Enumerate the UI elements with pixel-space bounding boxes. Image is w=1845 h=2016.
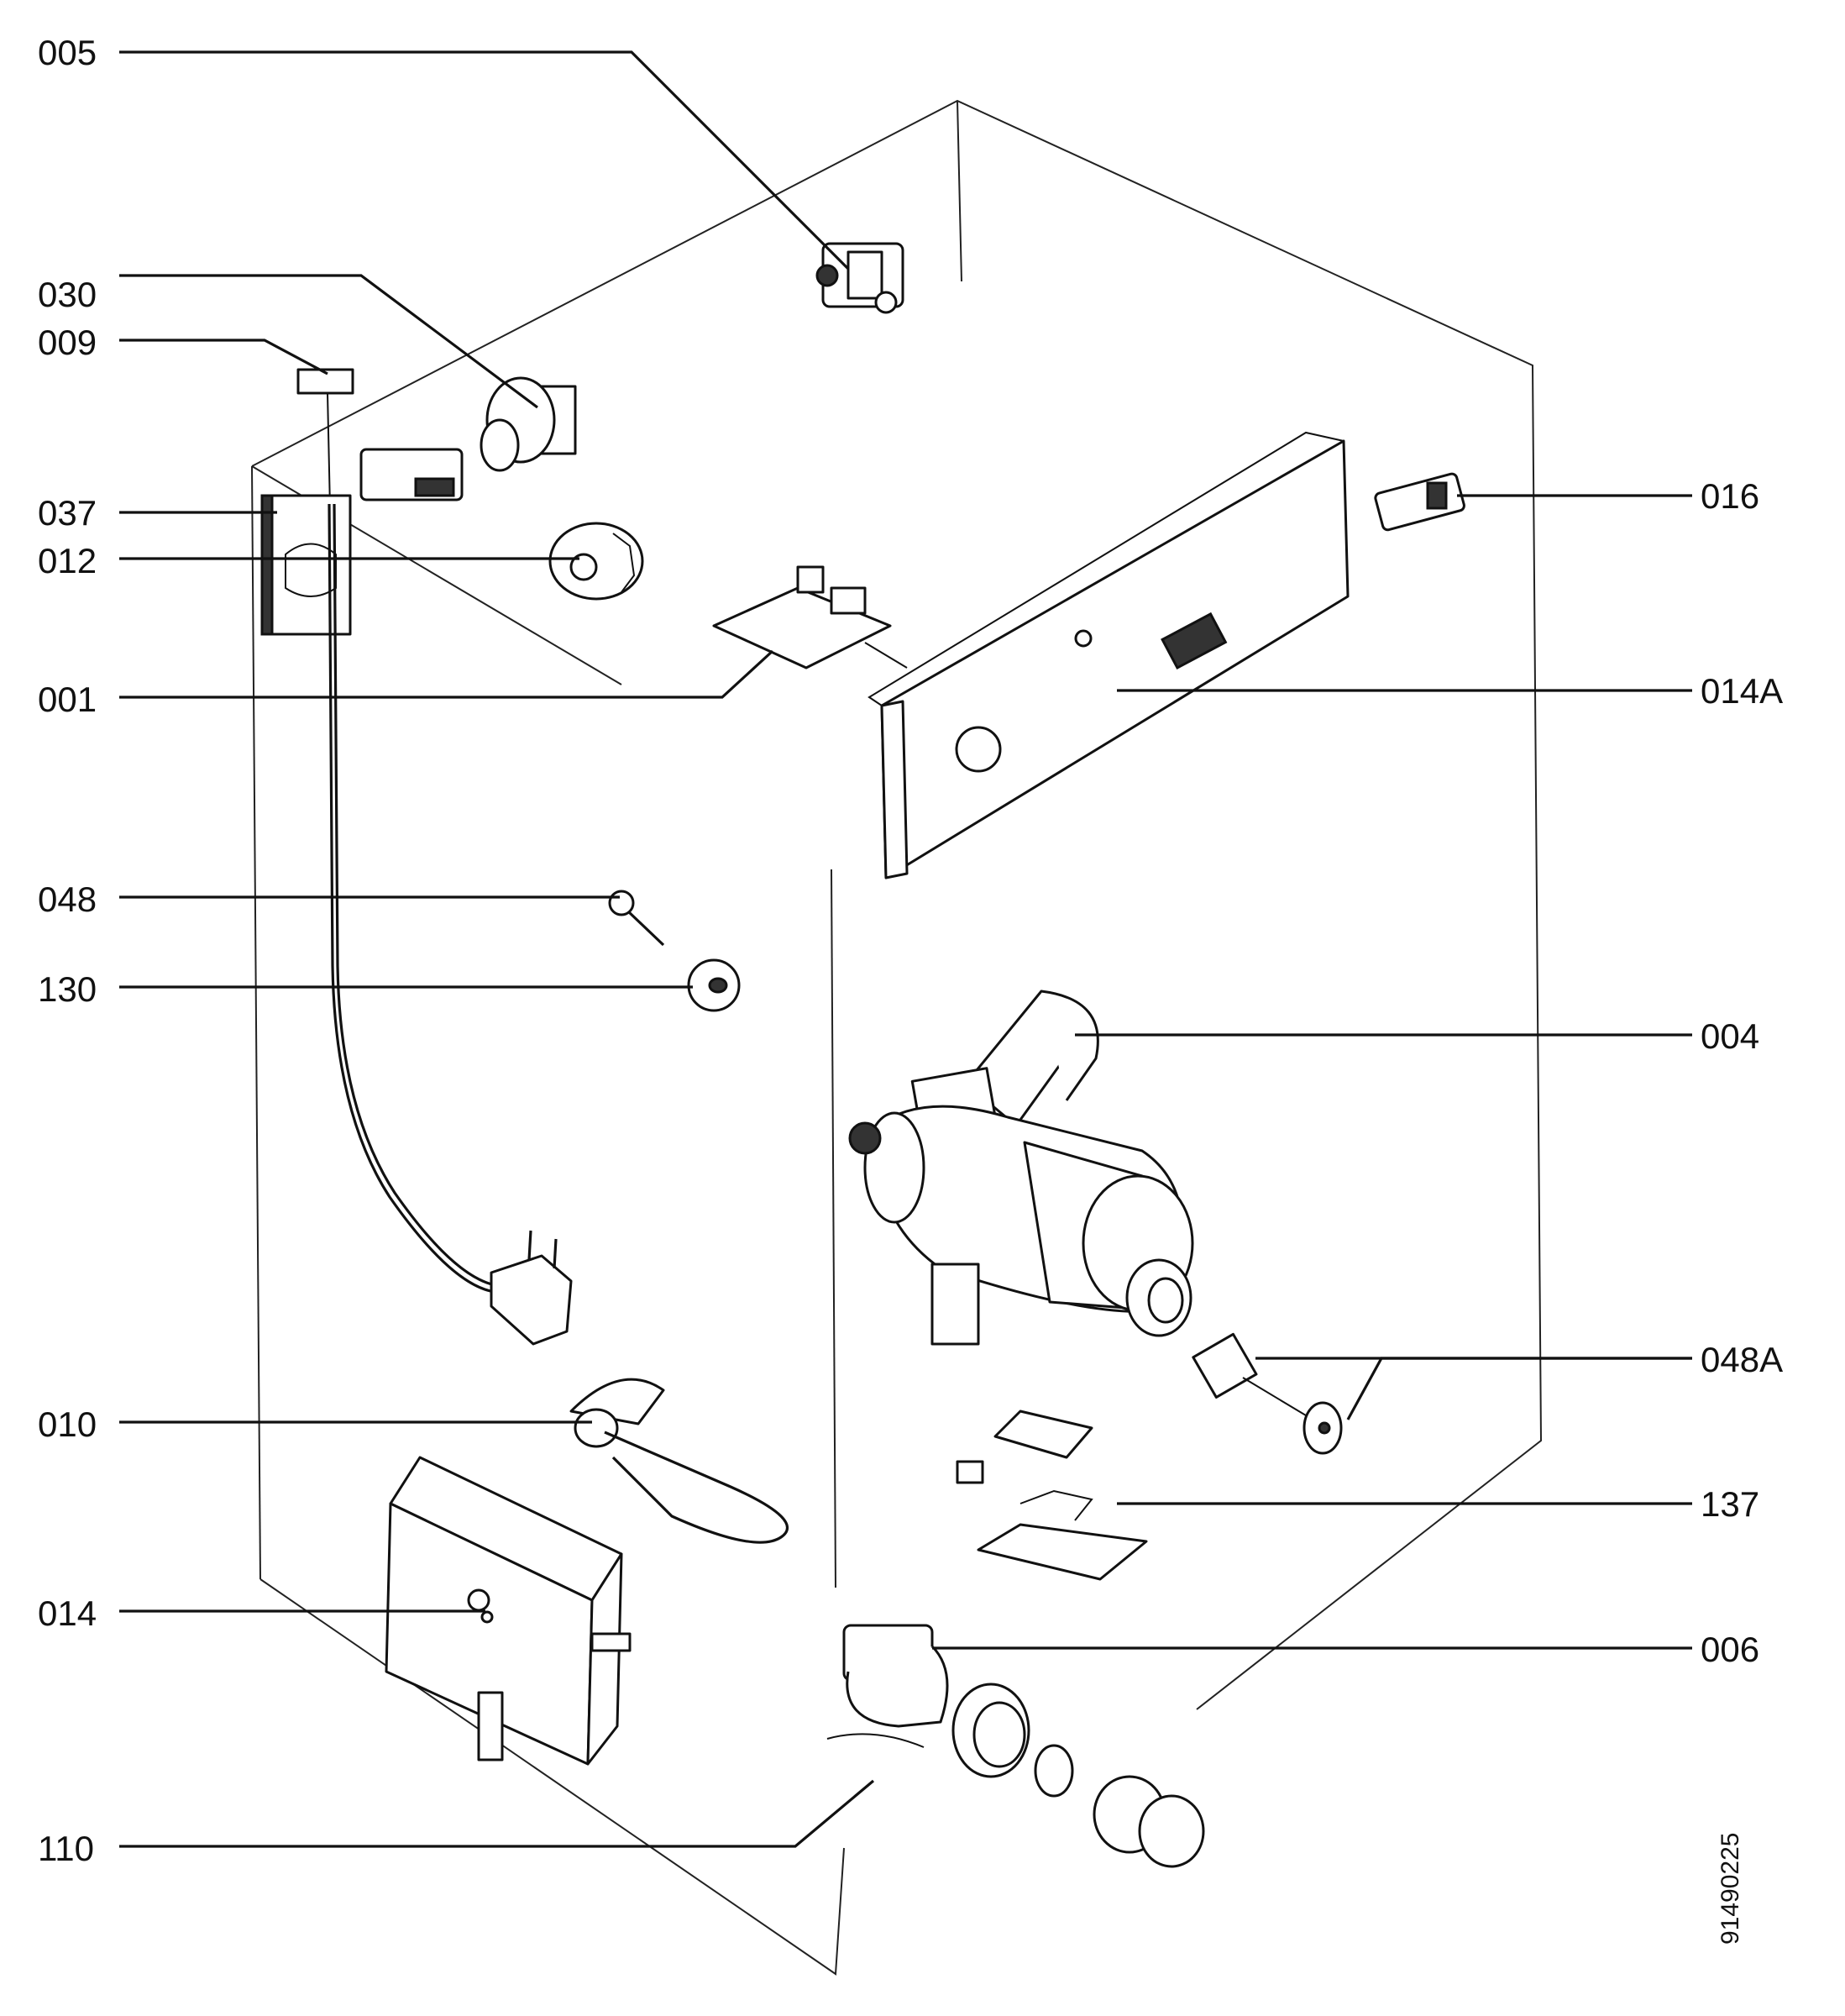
label-014: 014	[38, 1593, 97, 1633]
part-004-drawing	[848, 990, 1194, 1346]
part-009-drawing	[296, 368, 464, 509]
label-048: 048	[38, 879, 97, 919]
part-137-drawing	[956, 1410, 1148, 1581]
callout-labels-right: 016 014A 004 048A 137 006	[1701, 476, 1783, 1669]
cabinet-outline	[251, 99, 1543, 1976]
part-001-drawing	[712, 565, 908, 669]
label-001: 001	[38, 680, 97, 719]
label-037: 037	[38, 493, 97, 533]
document-id: 91490225	[1717, 1833, 1744, 1945]
part-006-drawing	[826, 1624, 1205, 1868]
label-110: 110	[38, 1829, 94, 1868]
label-006: 006	[1701, 1630, 1759, 1669]
part-048A-drawing	[1192, 1332, 1343, 1455]
part-130-drawing	[687, 958, 741, 1012]
label-009: 009	[38, 323, 97, 362]
label-048A: 048A	[1701, 1340, 1783, 1379]
label-012: 012	[38, 541, 97, 580]
callout-labels-left: 005 030 009 037 012 001 048 130 010 014 …	[38, 33, 97, 1868]
part-012-drawing	[548, 522, 644, 601]
part-048-drawing	[608, 890, 665, 947]
label-137: 137	[1701, 1484, 1759, 1524]
label-030: 030	[38, 275, 97, 314]
part-014A-drawing	[867, 431, 1350, 879]
part-014-drawing	[385, 1456, 632, 1766]
label-014A: 014A	[1701, 671, 1783, 711]
part-016-drawing	[1374, 472, 1465, 532]
label-005: 005	[38, 33, 97, 72]
label-130: 130	[38, 969, 97, 1009]
label-004: 004	[1701, 1016, 1759, 1056]
part-037-drawing	[260, 494, 352, 636]
mains-cable	[328, 503, 573, 1346]
part-010-drawing	[569, 1378, 789, 1544]
part-005-drawing	[815, 242, 904, 314]
leader-lines	[119, 50, 1692, 1848]
part-030-drawing	[480, 376, 577, 472]
label-016: 016	[1701, 476, 1759, 516]
label-010: 010	[38, 1404, 97, 1444]
